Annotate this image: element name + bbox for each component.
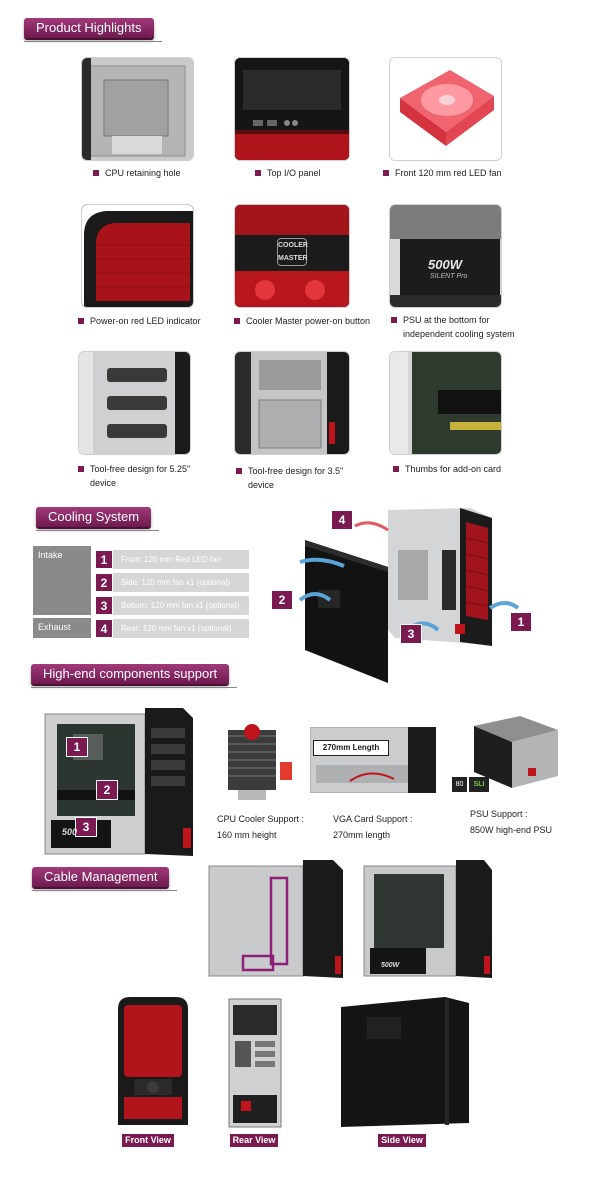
tool-free-525-photo xyxy=(78,351,191,455)
high-end-header: High-end components support xyxy=(31,664,238,688)
intake-label: Intake xyxy=(38,550,63,560)
highlight-caption-2: Top I/O panel xyxy=(255,166,321,180)
airflow-badge-1: 1 xyxy=(510,612,532,632)
rear-view-label: Rear View xyxy=(230,1134,278,1147)
cooling-row-number: 3 xyxy=(95,596,113,615)
thumbs-addon-card-photo xyxy=(389,351,502,455)
cooling-row-text: Front: 120 mm Red LED fan xyxy=(121,555,222,564)
component-badge-2: 2 xyxy=(96,780,118,800)
highlight-caption-8: Tool-free design for 3.5"device xyxy=(236,464,343,492)
cooling-row-number: 2 xyxy=(95,573,113,592)
psu-bottom-photo: 500W SILENT Pro xyxy=(389,204,502,308)
cooling-row-1: 1 Front: 120 mm Red LED fan xyxy=(95,550,249,569)
front-view-photo xyxy=(118,997,188,1125)
highlight-caption-3: Front 120 mm red LED fan xyxy=(383,166,502,180)
front-view-label: Front View xyxy=(122,1134,174,1147)
power-on-led-photo xyxy=(81,204,194,308)
psu-850w-photo xyxy=(474,716,558,788)
cpu-cooler-photo xyxy=(228,724,292,800)
cooling-row-2: 2 Side: 120 mm fan x1 (optional) xyxy=(95,573,249,592)
highlight-caption-5: Cooler Master power-on button xyxy=(234,314,370,328)
cpu-retaining-hole-photo xyxy=(81,57,194,161)
highlight-caption-1: CPU retaining hole xyxy=(93,166,181,180)
component-badge-1: 1 xyxy=(66,737,88,757)
airflow-diagram xyxy=(298,508,520,683)
product-highlights-header: Product Highlights xyxy=(24,18,161,42)
highlight-caption-4: Power-on red LED indicator xyxy=(78,314,201,328)
component-badge-3: 3 xyxy=(75,817,97,837)
psu-500w-label: 500W xyxy=(428,257,462,272)
rear-view-photo xyxy=(228,998,282,1128)
sli-logo: SLI xyxy=(469,777,489,792)
cooling-row-4: 4 Rear: 120 mm fan x1 (optional) xyxy=(95,619,249,638)
highlight-caption-9: Thumbs for add-on card xyxy=(393,462,501,476)
top-io-panel-photo xyxy=(234,57,350,161)
cable-routing-photo xyxy=(207,860,345,980)
airflow-badge-3: 3 xyxy=(400,624,422,644)
psu-support: PSU Support :850W high-end PSU xyxy=(470,809,553,835)
tool-free-35-photo xyxy=(234,351,350,455)
vga-card-case-photo xyxy=(310,727,436,793)
cable-build-photo xyxy=(362,860,494,980)
cooling-row-text: Bottom: 120 mm fan x1 (optional) xyxy=(121,601,240,610)
psu-silent-pro-label: SILENT Pro xyxy=(430,273,468,280)
intake-label-cell: Intake xyxy=(33,546,91,615)
airflow-badge-4: 4 xyxy=(331,510,353,530)
cooling-row-number: 1 xyxy=(95,550,113,569)
cooler-master-button-photo: COOLER MASTER xyxy=(234,204,350,308)
cooling-row-text: Side: 120 mm fan x1 (optional) xyxy=(121,578,230,587)
vga-card-support: VGA Card Support :270mm length xyxy=(333,814,413,840)
cooling-row-text: Rear: 120 mm fan x1 (optional) xyxy=(121,624,232,633)
red-led-fan-photo xyxy=(389,57,502,161)
airflow-badge-2: 2 xyxy=(271,590,293,610)
cooling-row-3: 3 Bottom: 120 mm fan x1 (optional) xyxy=(95,596,249,615)
vga-length-tag: 270mm Length xyxy=(313,740,389,756)
exhaust-label-cell: Exhaust xyxy=(33,618,91,638)
cable-psu-label: 500W xyxy=(381,962,400,969)
exhaust-label: Exhaust xyxy=(38,622,71,632)
highlight-caption-7: Tool-free design for 5.25"device xyxy=(78,462,190,490)
side-view-label: Side View xyxy=(378,1134,426,1147)
cooling-row-number: 4 xyxy=(95,619,113,638)
cpu-cooler-support: CPU Cooler Support :160 mm height xyxy=(217,814,305,840)
cooler-master-logo: COOLER MASTER xyxy=(277,238,308,266)
80plus-logo: 80 xyxy=(452,777,467,792)
case-psu-label: 500 xyxy=(62,827,78,837)
cable-management-header: Cable Management xyxy=(32,867,178,891)
cooling-system-header: Cooling System xyxy=(36,507,160,531)
side-view-photo xyxy=(341,997,469,1127)
